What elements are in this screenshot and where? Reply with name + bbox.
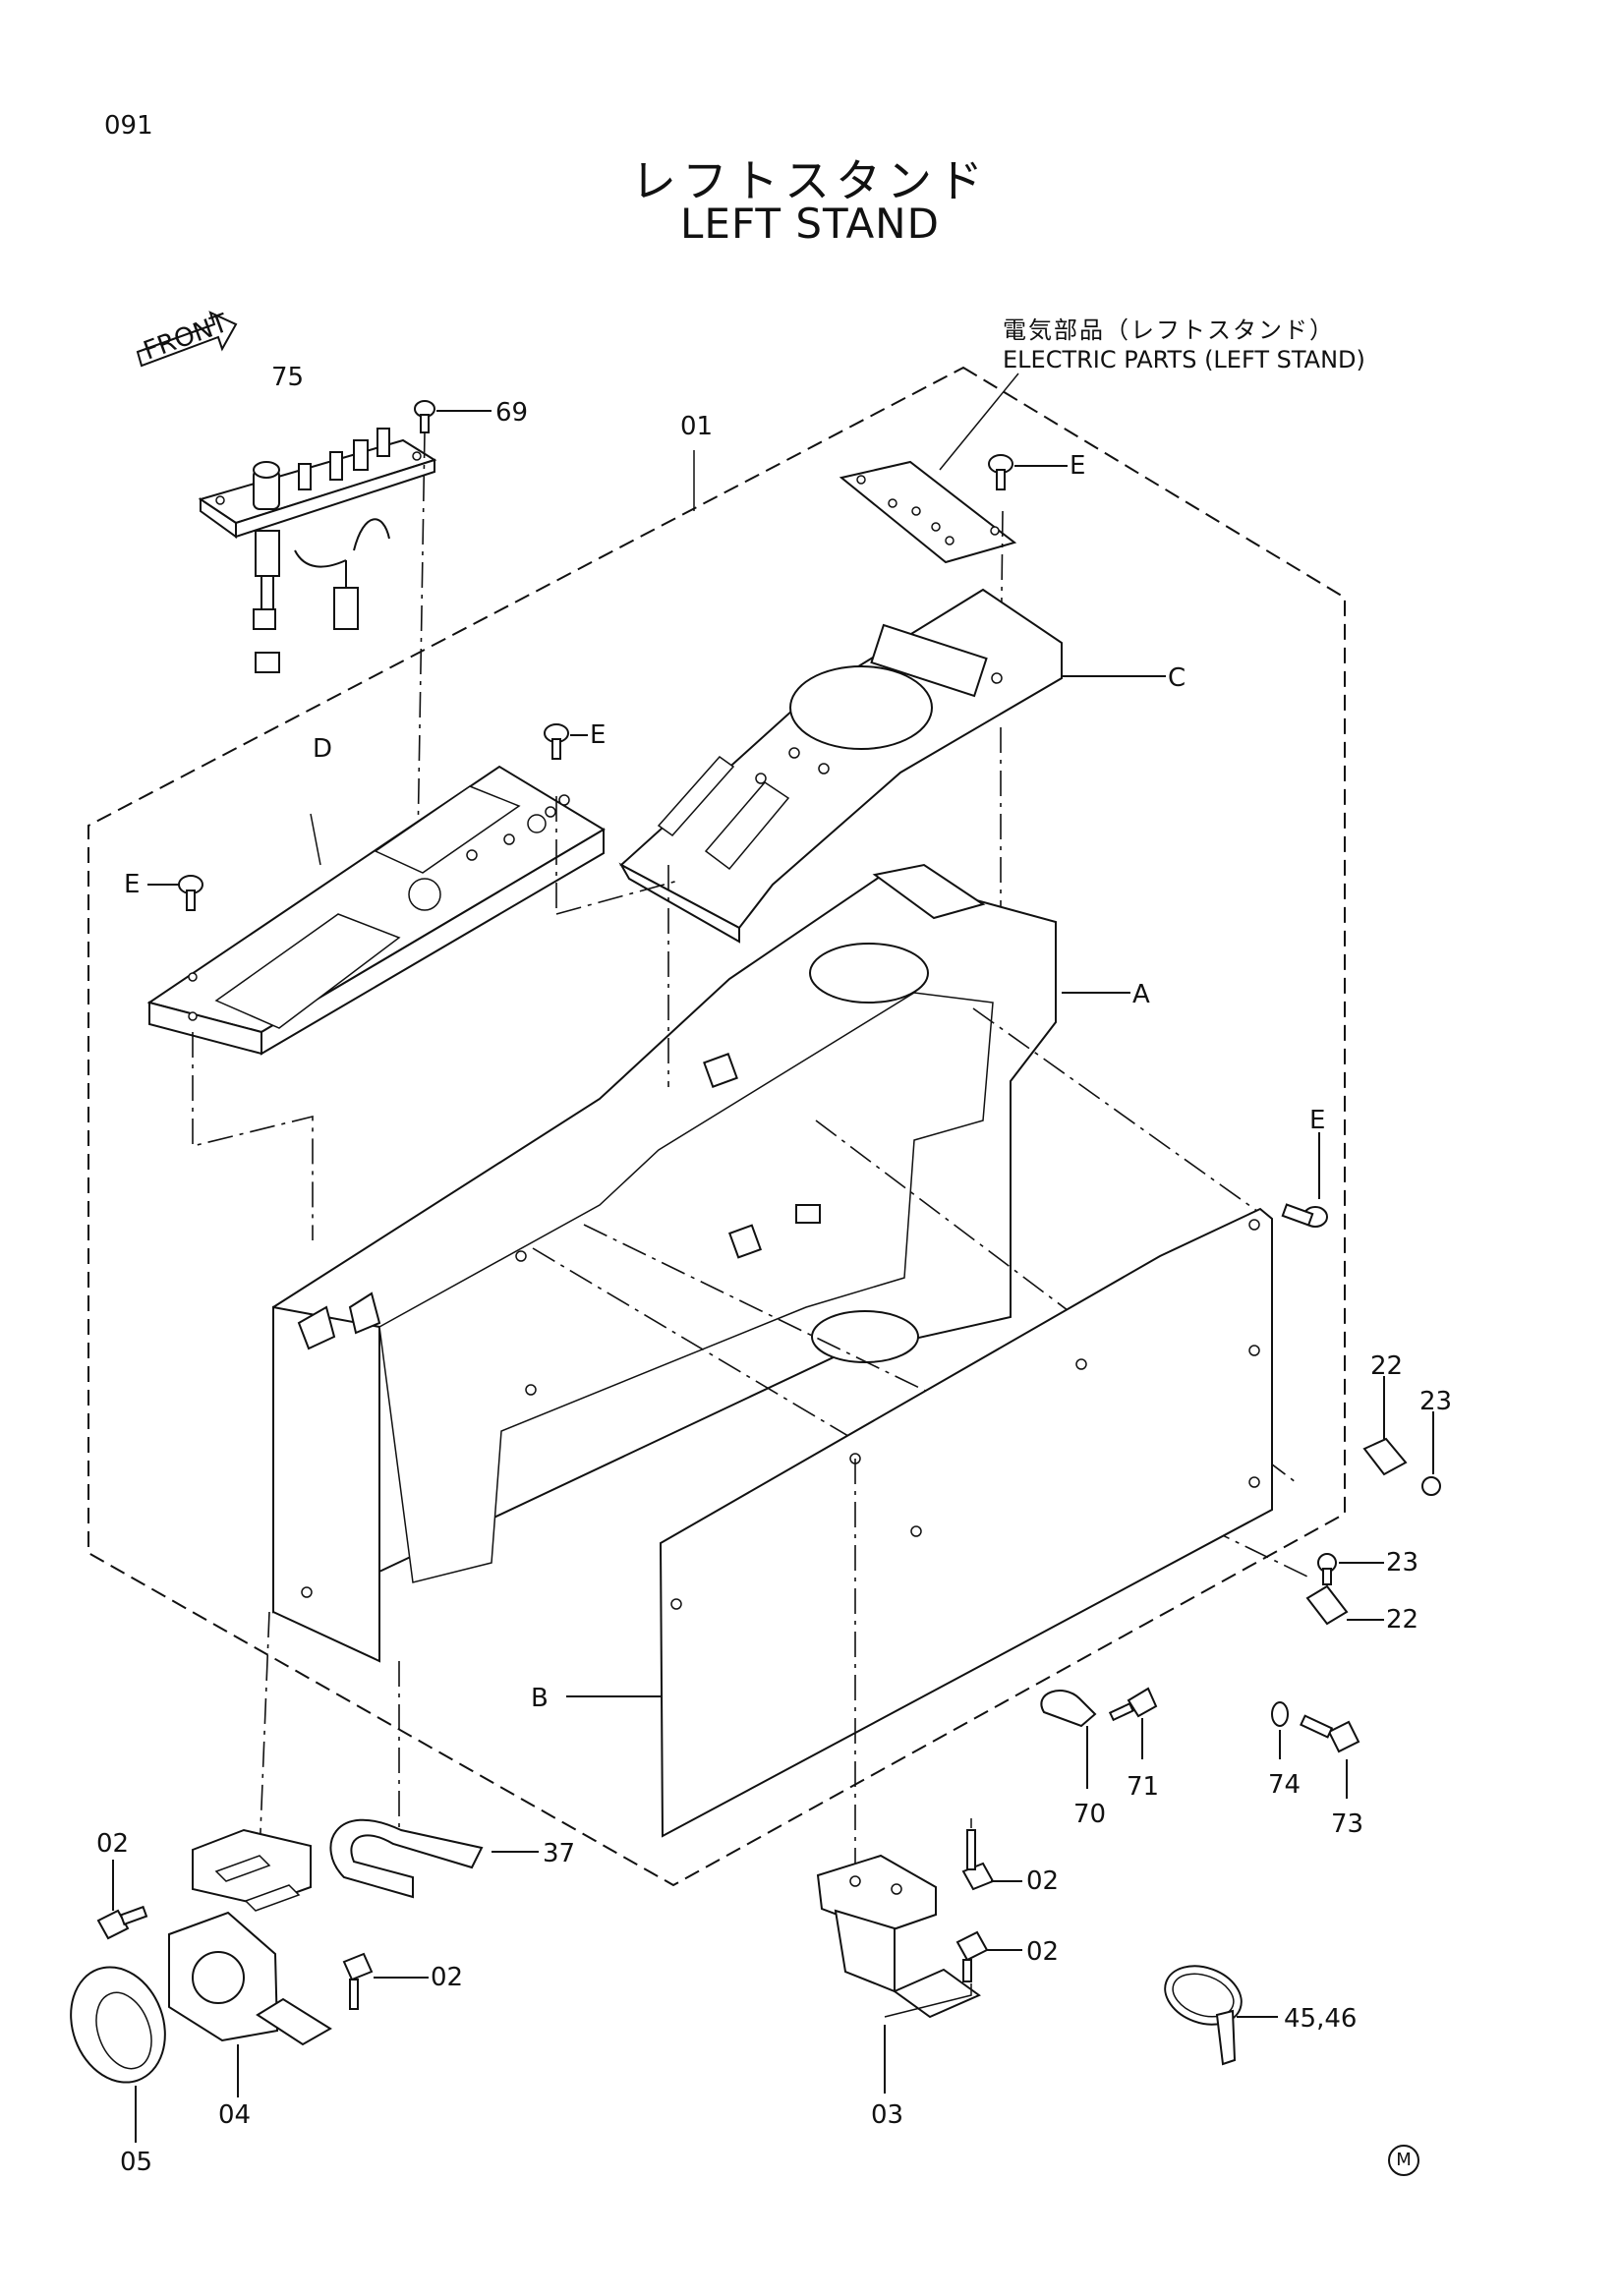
washer-74 [1271, 1701, 1289, 1759]
callout-E-right: E [1309, 1106, 1325, 1135]
callout-23-lower: 23 [1386, 1548, 1418, 1578]
bolt-02-b [342, 1952, 429, 2010]
electric-parts-plate [839, 373, 1019, 564]
bolt-23-upper [1421, 1411, 1441, 1496]
clamp-70 [1040, 1690, 1097, 1789]
callout-45-46: 45,46 [1284, 2004, 1357, 2034]
main-frame-A [272, 863, 1130, 1663]
callout-37: 37 [543, 1839, 575, 1868]
callout-70: 70 [1073, 1800, 1106, 1829]
callout-B: B [531, 1684, 549, 1713]
page-number: 091 [104, 111, 153, 141]
callout-75: 75 [271, 363, 304, 392]
callout-74: 74 [1268, 1770, 1301, 1800]
callout-22-lower: 22 [1386, 1605, 1418, 1635]
screw-69 [414, 400, 492, 433]
screw-E-cover-top [544, 723, 588, 760]
title-japanese: レフトスタンド [631, 154, 989, 207]
callout-23-upper: 23 [1419, 1387, 1452, 1416]
electric-parts-label-english: ELECTRIC PARTS (LEFT STAND) [1003, 346, 1365, 373]
callout-C: C [1168, 663, 1186, 693]
seal-05 [70, 1966, 166, 2143]
callout-D: D [313, 734, 332, 764]
trim-strip-37 [329, 1818, 539, 1899]
title-english: LEFT STAND [680, 200, 940, 248]
callout-02-b: 02 [431, 1963, 463, 1992]
callout-01: 01 [680, 412, 713, 441]
bolt-73 [1300, 1714, 1360, 1799]
callout-69: 69 [495, 398, 528, 428]
screw-E-plate [988, 454, 1068, 490]
top-cover-C [618, 588, 1166, 944]
callout-05: 05 [120, 2148, 152, 2177]
bracket-03 [816, 1854, 982, 2094]
bolt-71 [1108, 1687, 1158, 1759]
side-panel-B [566, 1207, 1273, 1838]
callout-02-a: 02 [96, 1829, 129, 1859]
callout-A: A [1132, 980, 1150, 1009]
clip-22-upper [1362, 1376, 1408, 1476]
callout-02-d: 02 [1026, 1937, 1059, 1967]
callout-22-upper: 22 [1370, 1351, 1403, 1381]
bracket-04 [168, 1828, 332, 2097]
bolt-02-a [96, 1860, 148, 1940]
screw-E-right [1281, 1132, 1328, 1228]
bolt-23-lower [1317, 1553, 1384, 1585]
callout-71: 71 [1127, 1772, 1159, 1802]
side-cover-D [146, 765, 606, 1056]
bolt-02-c [961, 1829, 1022, 1891]
electric-parts-label-japanese: 電気部品（レフトスタンド） [1003, 316, 1335, 344]
callout-E-plate: E [1070, 451, 1085, 481]
clip-22-lower [1305, 1584, 1384, 1626]
assembly-boundary [87, 366, 1346, 1887]
front-arrow: FRONT [136, 309, 238, 368]
callout-E-cover-top: E [590, 720, 606, 750]
bolt-02-d [955, 1930, 1022, 1982]
callout-E-cover-left: E [124, 870, 140, 899]
hose-band-45-46 [1164, 1965, 1278, 2066]
callout-02-c: 02 [1026, 1866, 1059, 1896]
callout-73: 73 [1331, 1809, 1363, 1839]
callout-03: 03 [871, 2100, 903, 2130]
screw-E-cover-left [147, 875, 203, 911]
callout-04: 04 [218, 2100, 251, 2130]
front-arrow-label: FRONT [140, 309, 232, 367]
corner-mark: M [1388, 2145, 1419, 2176]
switch-panel-75 [198, 428, 437, 673]
